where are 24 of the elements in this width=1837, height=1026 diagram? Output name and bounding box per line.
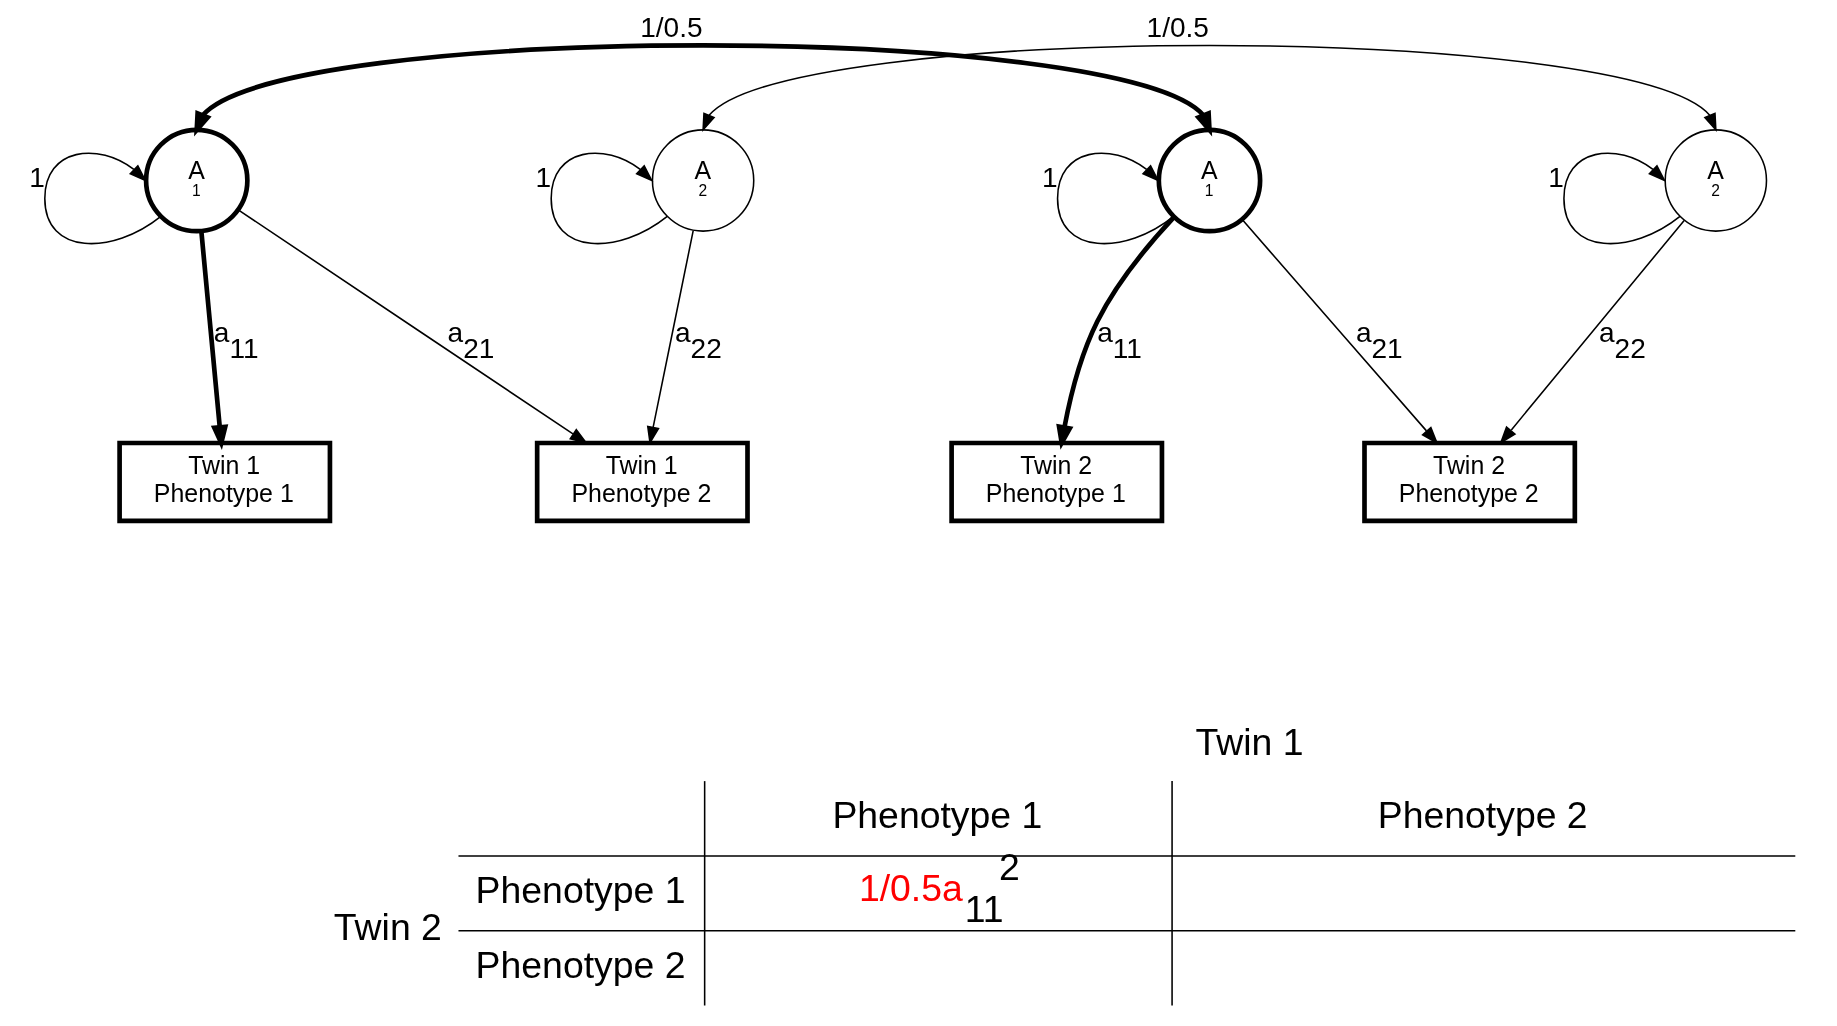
label: Twin 2 — [333, 906, 442, 949]
node-circle: A 2 — [651, 129, 755, 232]
arrow — [1056, 215, 1176, 450]
edge-label: 1 — [1041, 162, 1058, 194]
label: Phenotype 1 — [832, 794, 1043, 837]
node-box: Twin 2 Phenotype 1 — [949, 440, 1165, 524]
edge-label: 1/0.5 — [1146, 11, 1209, 43]
label: Phenotype 1 — [475, 868, 686, 911]
arrow — [199, 231, 229, 450]
arrow — [702, 44, 1717, 133]
node-box: Twin 2 Phenotype 2 — [1362, 440, 1578, 524]
label: Phenotype 2 — [1377, 794, 1588, 837]
arrow — [194, 43, 1213, 137]
edge-label: 1 — [29, 162, 45, 194]
label: Phenotype 2 — [475, 943, 686, 986]
edge-label: 1 — [1548, 162, 1564, 194]
node-box: Twin 1 Phenotype 1 — [117, 440, 333, 524]
node-circle: A 1 — [1156, 127, 1263, 234]
edge-label: 1 — [535, 162, 552, 194]
node-circle: A 1 — [143, 127, 250, 234]
node-box: Twin 1 Phenotype 2 — [534, 440, 750, 524]
edge-label: 1/0.5 — [640, 11, 703, 43]
node-circle: A 2 — [1664, 129, 1768, 232]
label: Twin 1 — [1195, 720, 1304, 763]
